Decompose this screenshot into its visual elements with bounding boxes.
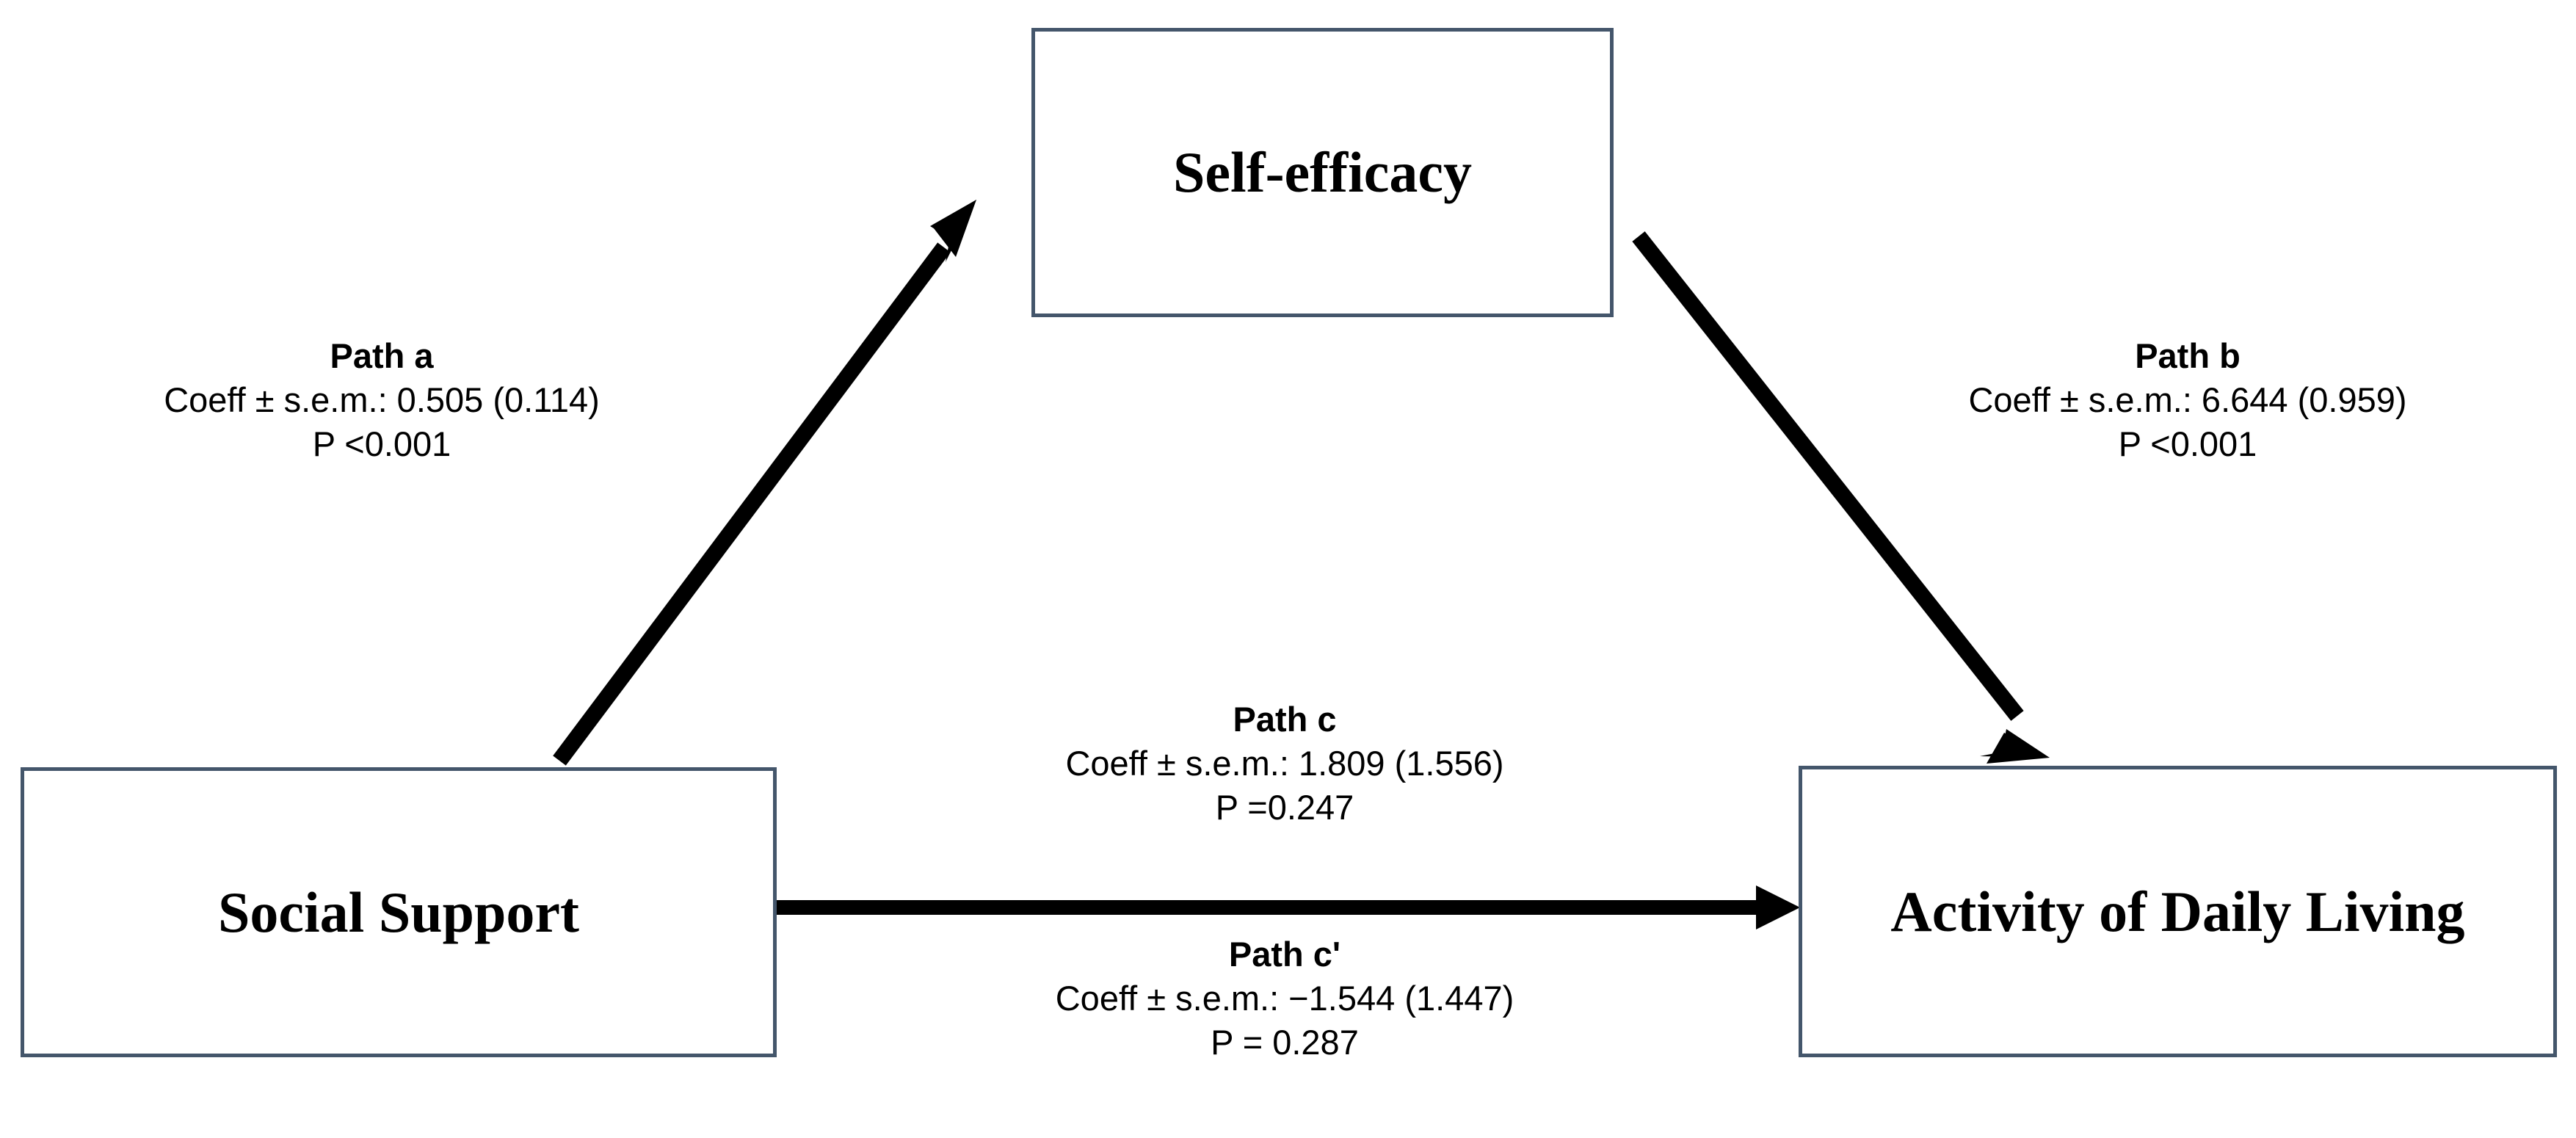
path-c-prime-pvalue: P = 0.287	[1211, 1023, 1359, 1062]
node-label-activity-of-daily-living: Activity of Daily Living	[1890, 879, 2465, 943]
arrow-path-b	[1632, 231, 2050, 764]
node-box-activity-of-daily-living[interactable]: Activity of Daily Living	[1799, 766, 2557, 1057]
arrow-path-c	[777, 885, 1800, 929]
path-c-prime-title: Path c'	[1228, 935, 1341, 974]
path-annotation-c: Path c Coeff ± s.e.m.: 1.809 (1.556) P =…	[903, 697, 1666, 830]
node-box-social-support[interactable]: Social Support	[21, 767, 777, 1057]
path-a-coefficient: Coeff ± s.e.m.: 0.505 (0.114)	[164, 380, 600, 420]
path-c-pvalue: P =0.247	[1215, 788, 1354, 827]
path-b-pvalue: P <0.001	[2118, 424, 2257, 464]
path-c-prime-coefficient: Coeff ± s.e.m.: −1.544 (1.447)	[1055, 979, 1514, 1018]
path-annotation-b: Path b Coeff ± s.e.m.: 6.644 (0.959) P <…	[1821, 334, 2555, 466]
path-annotation-a: Path a Coeff ± s.e.m.: 0.505 (0.114) P <…	[15, 334, 749, 466]
node-label-self-efficacy: Self-efficacy	[1172, 140, 1473, 205]
path-annotation-c-prime: Path c' Coeff ± s.e.m.: −1.544 (1.447) P…	[903, 932, 1666, 1065]
node-label-social-support: Social Support	[218, 880, 579, 944]
path-b-coefficient: Coeff ± s.e.m.: 6.644 (0.959)	[1968, 380, 2407, 420]
path-c-coefficient: Coeff ± s.e.m.: 1.809 (1.556)	[1065, 744, 1504, 783]
path-c-title: Path c	[1233, 700, 1337, 739]
arrow-path-a	[553, 200, 976, 766]
path-b-title: Path b	[2135, 336, 2241, 375]
path-a-pvalue: P <0.001	[312, 424, 451, 464]
node-box-self-efficacy[interactable]: Self-efficacy	[1031, 28, 1614, 317]
path-a-title: Path a	[330, 336, 434, 375]
